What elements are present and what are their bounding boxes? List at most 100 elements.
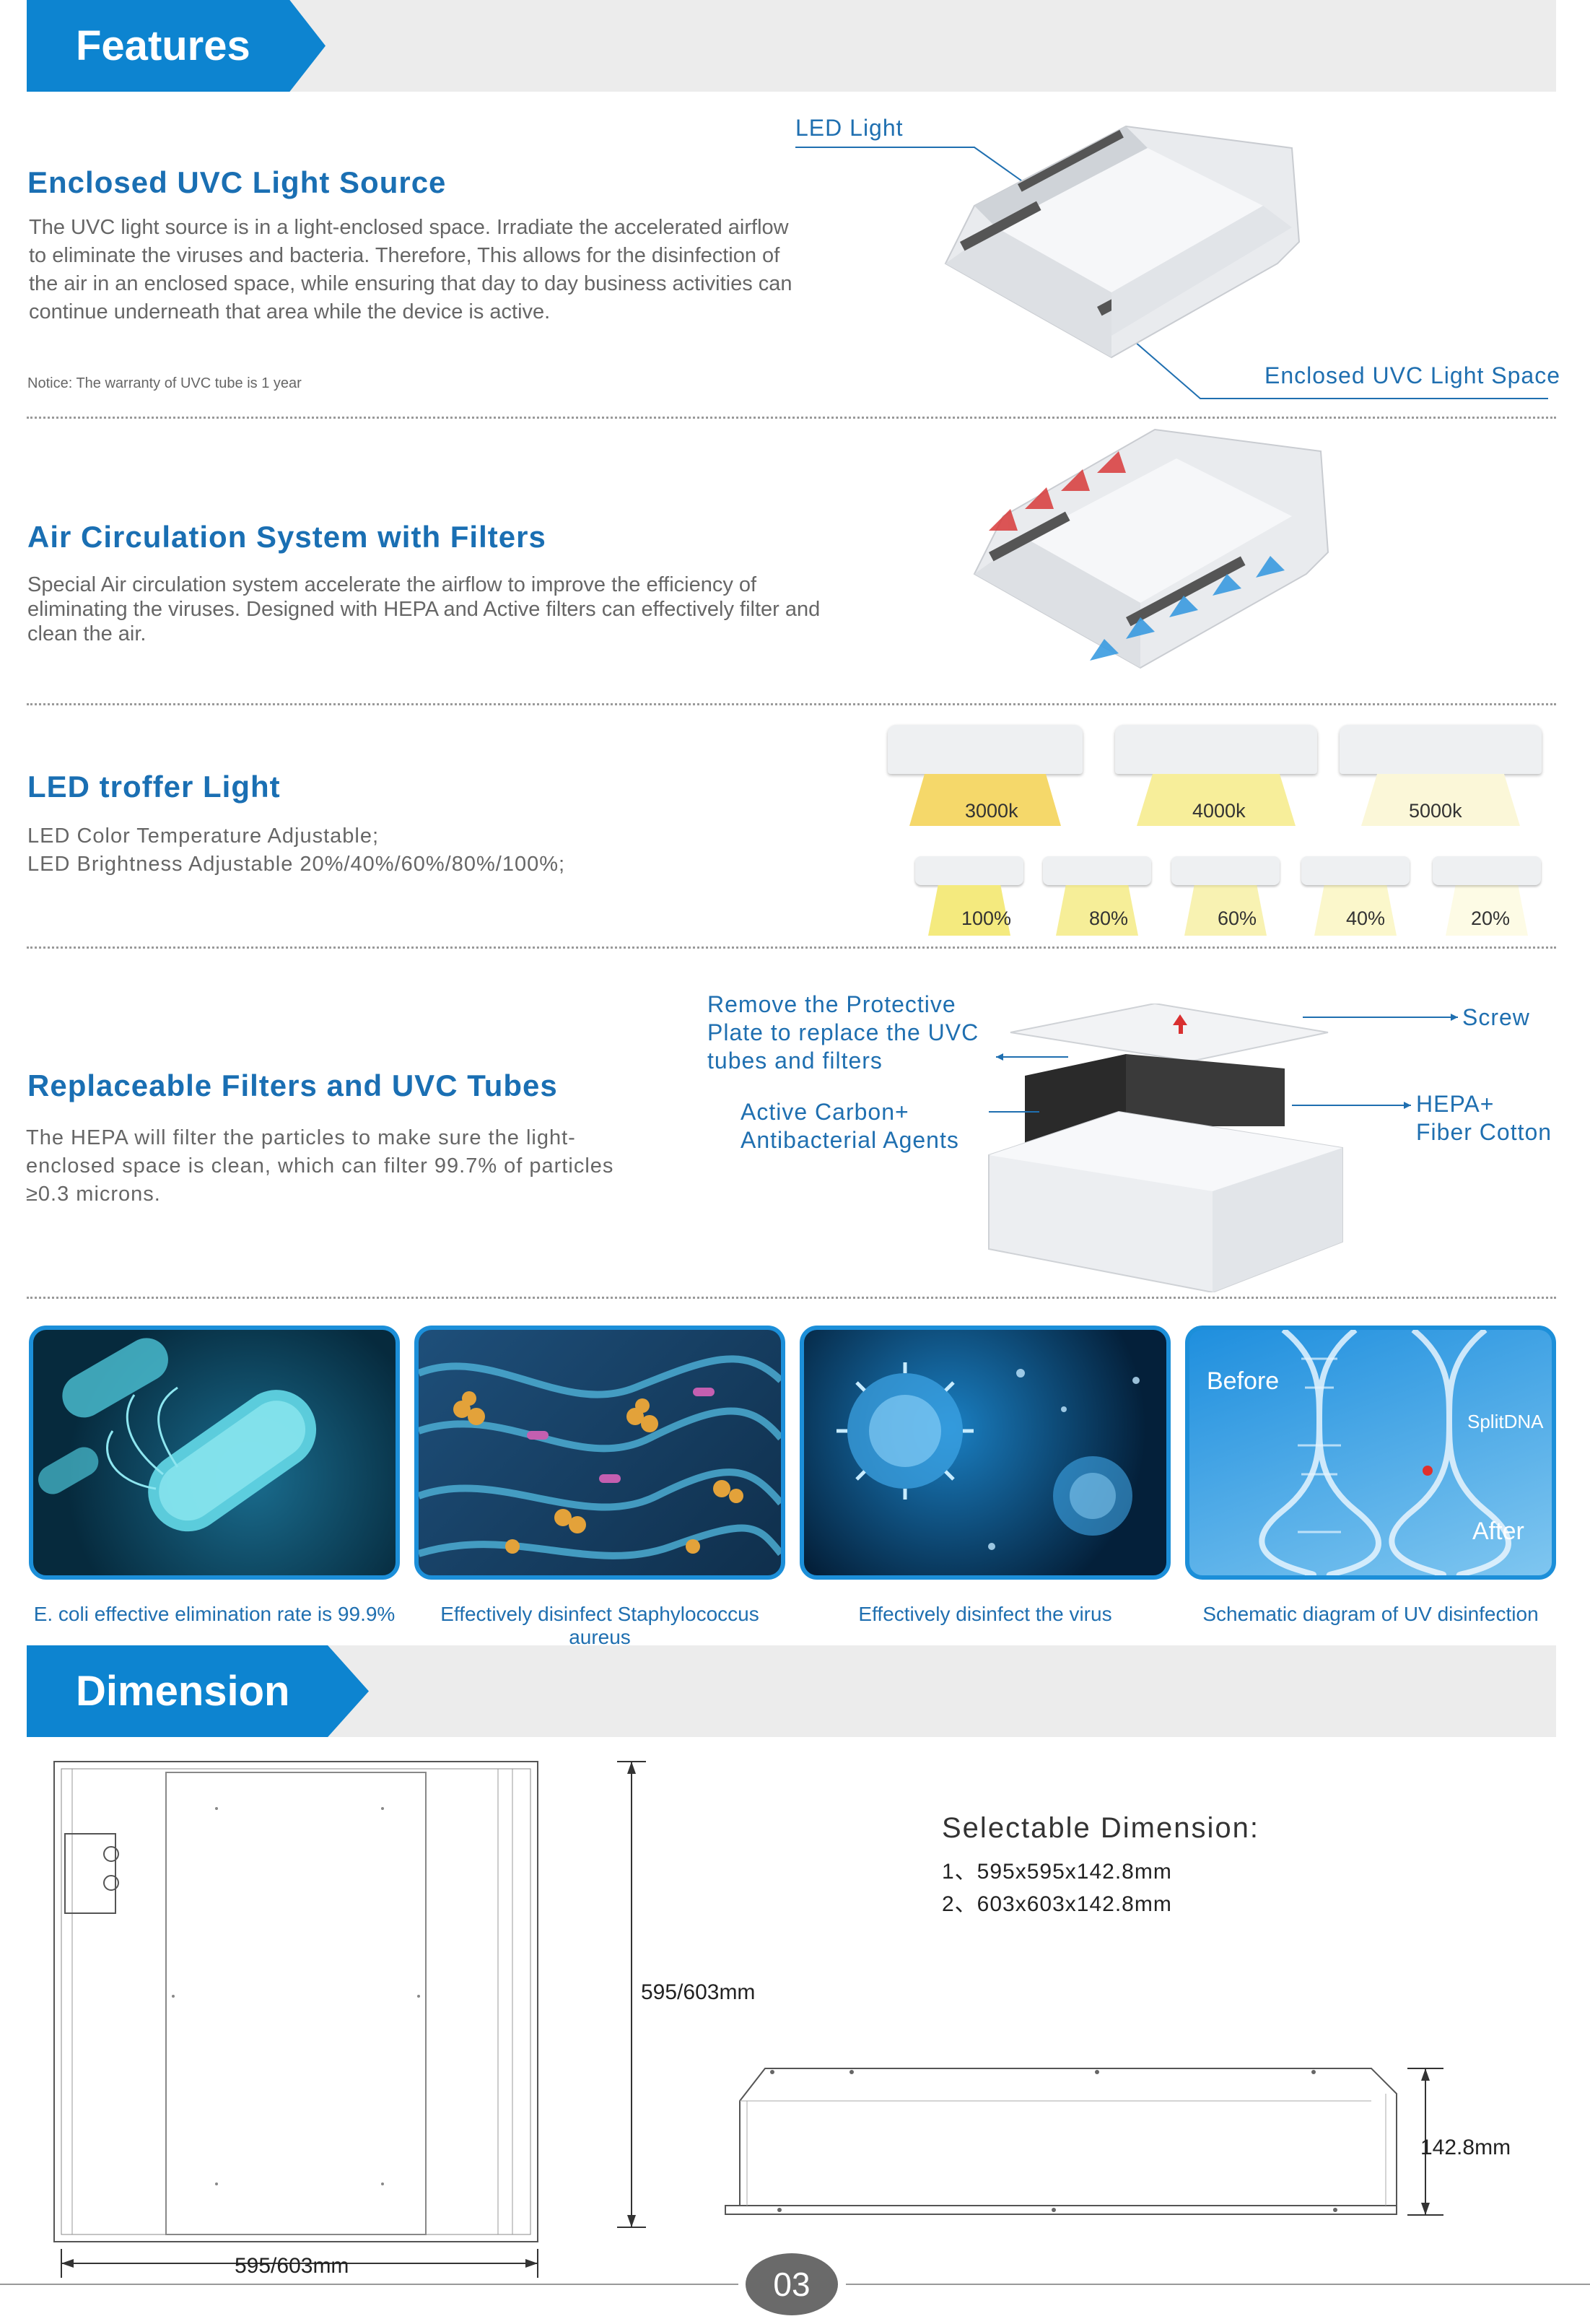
divider-1 — [27, 417, 1556, 419]
air-circulation-illustration — [973, 428, 1329, 669]
lamp-brightness-label: 60% — [1218, 908, 1257, 929]
lamp-temp-label: 4000k — [1192, 800, 1246, 822]
led-light-label: LED Light — [795, 115, 904, 141]
section4-line: ≥0.3 microns. — [26, 1183, 161, 1206]
dimension-header-title: Dimension — [76, 1668, 290, 1715]
staphylococcus-card — [414, 1326, 785, 1580]
section1-line: to eliminate the viruses and bacteria. T… — [29, 244, 780, 267]
lamp-beam — [1184, 885, 1267, 936]
lamp-housing — [1301, 856, 1410, 885]
enclosed-uvc-space-label: Enclosed UVC Light Space — [1264, 362, 1560, 388]
height-dimension-line — [617, 1761, 646, 2228]
remove-plate-line: tubes and filters — [707, 1048, 883, 1074]
remove-plate-line: Plate to replace the UVC — [707, 1019, 979, 1045]
selectable-dimension-title: Selectable Dimension: — [942, 1812, 1259, 1844]
section1-title: Enclosed UVC Light Source — [27, 165, 447, 199]
lamp-housing — [1340, 725, 1542, 774]
lamp-brightness-label: 40% — [1346, 908, 1386, 929]
lamp-5000k: 5000k — [1340, 725, 1542, 826]
features-header-title: Features — [76, 22, 250, 69]
width-dimension-label: 595/603mm — [235, 2254, 349, 2278]
section2-line: Special Air circulation system accelerat… — [27, 573, 757, 596]
section4-leaders — [989, 1014, 1458, 1113]
section1-line: The UVC light source is in a light-enclo… — [29, 216, 789, 239]
dimension-header-tab — [27, 1645, 369, 1737]
section2-line: clean the air. — [27, 622, 147, 645]
section2-title: Air Circulation System with Filters — [27, 520, 546, 554]
lamp-brightness-40: 40% — [1301, 856, 1410, 943]
top-view-drawing — [53, 1761, 538, 2278]
carbon-label-line: Active Carbon+ — [741, 1099, 909, 1125]
lamp-beam — [1314, 885, 1397, 936]
card-caption-staphylococcus: Effectively disinfect Staphylococcus aur… — [440, 1603, 759, 1648]
page-number: 03 — [773, 2266, 811, 2303]
card-caption-virus: Effectively disinfect the virus — [858, 1603, 1112, 1625]
after-label: After — [1472, 1518, 1524, 1545]
page-number-line-right — [846, 2284, 1590, 2285]
red-airflow-arrows — [989, 451, 1126, 531]
lamp-brightness-80: 80% — [1043, 856, 1151, 943]
split-dna-label: SplitDNA — [1467, 1411, 1544, 1432]
divider-2 — [27, 703, 1556, 705]
section4-line: enclosed space is clean, which can filte… — [26, 1154, 614, 1178]
filter-exploded-illustration — [988, 1004, 1343, 1292]
before-label: Before — [1207, 1367, 1280, 1395]
lamp-housing — [888, 725, 1083, 774]
lamp-housing — [1171, 856, 1280, 885]
lamp-brightness-label: 80% — [1089, 908, 1129, 929]
card-caption-uv: Schematic diagram of UV disinfection — [1202, 1603, 1539, 1625]
lamp-housing — [1043, 856, 1151, 885]
page-number-badge — [746, 2253, 838, 2315]
blue-airflow-arrows — [1090, 556, 1285, 661]
depth-dimension-label: 142.8mm — [1420, 2136, 1511, 2159]
features-header-tab — [27, 0, 326, 92]
lamp-temp-label: 3000k — [965, 800, 1018, 822]
lamp-3000k: 3000k — [888, 725, 1083, 826]
dimension-header-bar: Dimension — [27, 1645, 1556, 1737]
dna-icon — [1259, 1330, 1511, 1575]
up-arrow-icon — [1173, 1014, 1187, 1025]
bacteria-icon — [38, 1338, 317, 1532]
lamp-brightness-label: 20% — [1471, 908, 1511, 929]
lamp-beam — [909, 774, 1061, 826]
carbon-label-line: Antibacterial Agents — [741, 1127, 959, 1153]
lamp-beam — [1446, 885, 1528, 936]
section1-line: the air in an enclosed space, while ensu… — [29, 272, 792, 295]
staphylococcus-icon — [419, 1355, 781, 1559]
lamp-brightness-20: 20% — [1433, 856, 1541, 943]
lamp-beam — [1361, 774, 1520, 826]
section2-line: eliminating the viruses. Designed with H… — [27, 598, 821, 621]
lamp-temp-label: 5000k — [1409, 800, 1462, 822]
screw-label: Screw — [1462, 1004, 1530, 1030]
hepa-label-line: HEPA+ — [1416, 1091, 1495, 1117]
divider-3 — [27, 946, 1556, 949]
ecoli-card — [29, 1326, 400, 1580]
lamp-brightness-label: 100% — [961, 908, 1012, 929]
divider-4 — [27, 1297, 1556, 1299]
section1-line: continue underneath that area while the … — [29, 300, 551, 323]
warranty-notice: Notice: The warranty of UVC tube is 1 ye… — [27, 375, 302, 391]
lamp-housing — [1433, 856, 1541, 885]
lamp-beam — [928, 885, 1010, 936]
virus-icon — [837, 1362, 1140, 1550]
dimension-option: 1、595x595x142.8mm — [942, 1860, 1172, 1884]
lamp-brightness-60: 60% — [1171, 856, 1280, 943]
section4-title: Replaceable Filters and UVC Tubes — [27, 1069, 558, 1102]
uv-disinfection-card: Before After SplitDNA — [1185, 1326, 1556, 1580]
section3-line: LED Brightness Adjustable 20%/40%/60%/80… — [27, 853, 566, 876]
card-caption-ecoli: E. coli effective elimination rate is 99… — [33, 1603, 396, 1625]
section3-line: LED Color Temperature Adjustable; — [27, 824, 380, 848]
hepa-label-line: Fiber Cotton — [1416, 1119, 1552, 1145]
lamp-housing — [1115, 725, 1317, 774]
lamp-beam — [1056, 885, 1138, 936]
uvc-device-illustration — [944, 125, 1301, 359]
lamp-housing — [915, 856, 1023, 885]
section3-title: LED troffer Light — [27, 770, 281, 804]
page-number-line-left — [0, 2284, 738, 2285]
section4-line: The HEPA will filter the particles to ma… — [26, 1126, 576, 1149]
lamp-beam — [1137, 774, 1296, 826]
side-view-drawing — [725, 2068, 1443, 2216]
dimension-option: 2、603x603x142.8mm — [942, 1892, 1172, 1916]
remove-plate-line: Remove the Protective — [707, 991, 956, 1017]
virus-card — [800, 1326, 1171, 1580]
